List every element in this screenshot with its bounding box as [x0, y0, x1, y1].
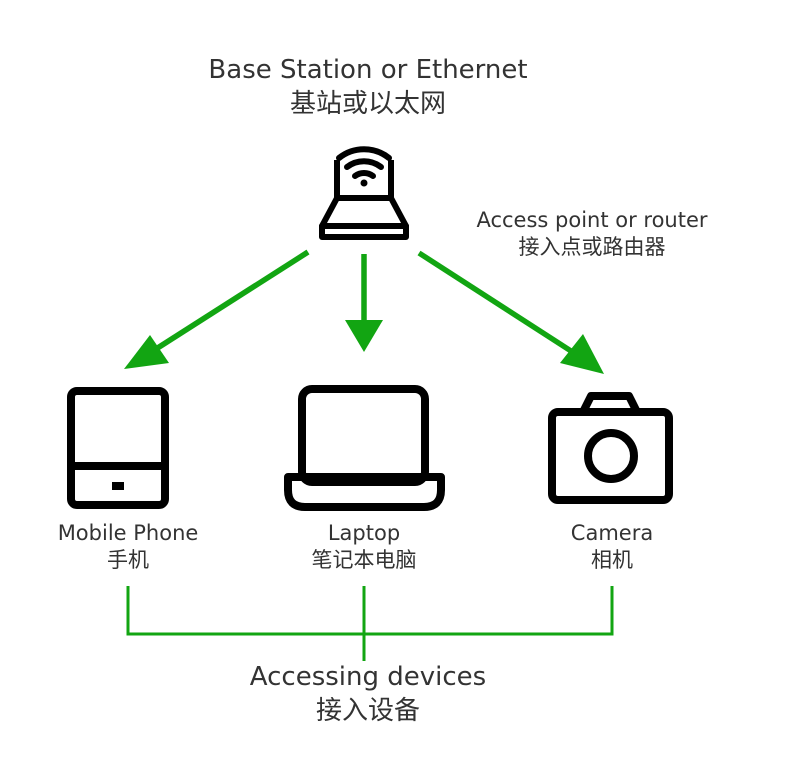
- arrows: [124, 249, 604, 374]
- device-label-en: Mobile Phone: [57, 521, 199, 545]
- devices-bracket: [126, 586, 614, 662]
- base-station-label-en: Base Station or Ethernet: [208, 55, 528, 85]
- device-label-mobile-phone: Mobile Phone 手机: [58, 520, 199, 575]
- device-label-zh: 笔记本电脑: [311, 548, 417, 573]
- router-icon: [319, 146, 409, 240]
- access-point-label: Access point or router 接入点或路由器: [476, 207, 707, 262]
- device-label-camera: Camera 相机: [571, 520, 653, 575]
- device-label-en: Camera: [570, 521, 654, 545]
- device-label-laptop: Laptop 笔记本电脑: [312, 520, 417, 575]
- base-station-label-zh: 基站或以太网: [289, 88, 447, 119]
- phone-icon: [67, 387, 169, 509]
- group-label-zh: 接入设备: [315, 695, 420, 726]
- arrow-to-phone: [124, 249, 310, 369]
- camera-icon: [548, 392, 673, 504]
- group-label-en: Accessing devices: [249, 662, 487, 692]
- access-point-label-zh: 接入点或路由器: [518, 235, 666, 260]
- group-label: Accessing devices 接入设备: [245, 661, 491, 729]
- device-label-en: Laptop: [327, 521, 401, 545]
- device-label-zh: 相机: [590, 548, 633, 573]
- arrow-to-camera: [417, 250, 604, 374]
- laptop-icon: [284, 385, 445, 511]
- access-point-label-en: Access point or router: [476, 208, 708, 232]
- arrow-to-laptop: [345, 254, 383, 352]
- device-label-zh: 手机: [107, 548, 149, 573]
- wifi-icon: [336, 146, 392, 187]
- base-station-label: Base Station or Ethernet 基站或以太网: [208, 54, 527, 122]
